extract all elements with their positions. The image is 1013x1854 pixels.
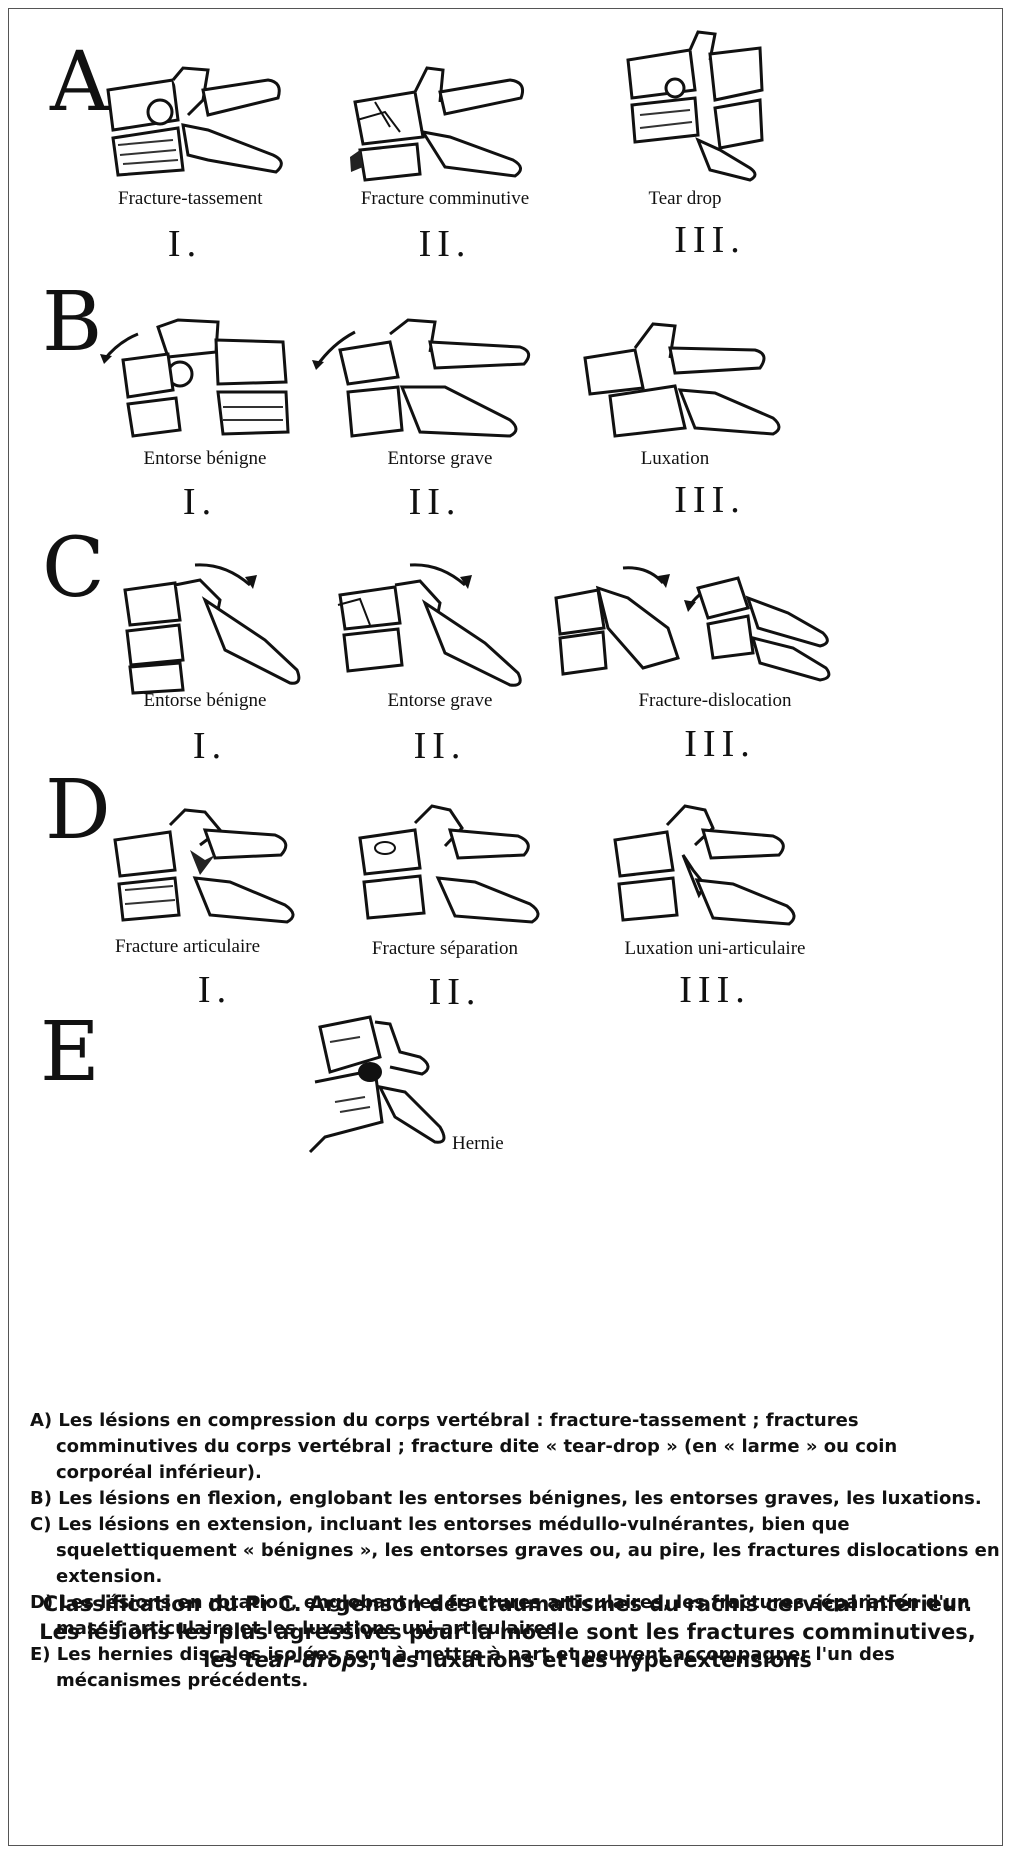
summary-line-3: les tear-drops, les luxations et les hyp… (20, 1646, 995, 1674)
numeral-a1: I. (145, 222, 225, 266)
caption-a1: Fracture-tassement (118, 188, 258, 210)
legend-item-c: C) Les lésions en extension, incluant le… (30, 1512, 1000, 1590)
row-letter-b: B (42, 282, 102, 364)
numeral-d1: I. (175, 968, 255, 1012)
summary-line-3-italic: tear-drops (244, 1648, 369, 1672)
vertebra-illustration-c1 (115, 555, 305, 695)
numeral-b2: II. (385, 480, 485, 524)
vertebra-illustration-a3 (620, 30, 770, 185)
row-letter-c: C (42, 528, 105, 610)
caption-a3: Tear drop (620, 188, 750, 210)
caption-c2: Entorse grave (370, 690, 510, 712)
caption-e: Hernie (452, 1133, 522, 1155)
legend-item-a: A) Les lésions en compression du corps v… (30, 1408, 1000, 1486)
caption-b1: Entorse bénigne (130, 448, 280, 470)
legend-item-b: B) Les lésions en flexion, englobant les… (30, 1486, 1000, 1512)
caption-a2: Fracture comminutive (340, 188, 550, 210)
vertebra-illustration-b3 (575, 318, 790, 443)
numeral-c2: II. (390, 724, 490, 768)
summary-line-3-end: , les luxations et les hyperextensions (369, 1648, 812, 1672)
summary-line-2: Les lésions les plus agressives pour la … (20, 1618, 995, 1646)
numeral-b3: III. (655, 478, 765, 522)
summary-line-1: Classification du Pr C. Argenson des tra… (20, 1590, 995, 1618)
numeral-b1: I. (160, 480, 240, 524)
vertebra-illustration-c2 (330, 555, 530, 695)
caption-d2: Fracture séparation (365, 938, 525, 960)
vertebra-illustration-d2 (350, 798, 550, 928)
caption-d1: Fracture articulaire (105, 936, 270, 958)
caption-c3: Fracture-dislocation (615, 690, 815, 712)
vertebra-illustration-c3 (548, 558, 838, 693)
numeral-c3: III. (665, 722, 775, 766)
summary-line-3-start: les (203, 1648, 244, 1672)
vertebra-illustration-a1 (98, 60, 328, 180)
numeral-d2: II. (405, 970, 505, 1014)
vertebra-illustration-a2 (345, 62, 545, 187)
figure-summary: Classification du Pr C. Argenson des tra… (20, 1590, 995, 1674)
caption-b3: Luxation (620, 448, 730, 470)
caption-d3: Luxation uni-articulaire (615, 938, 815, 960)
row-letter-e: E (40, 1012, 100, 1094)
numeral-a3: III. (655, 218, 765, 262)
numeral-c1: I. (170, 724, 250, 768)
vertebra-illustration-d3 (605, 800, 805, 930)
numeral-a2: II. (395, 222, 495, 266)
numeral-d3: III. (660, 968, 770, 1012)
row-letter-d: D (45, 770, 111, 852)
vertebra-illustration-b1 (98, 312, 298, 447)
vertebra-illustration-e (300, 1012, 460, 1162)
caption-b2: Entorse grave (370, 448, 510, 470)
vertebra-illustration-d1 (105, 800, 305, 930)
vertebra-illustration-b2 (310, 312, 540, 447)
caption-c1: Entorse bénigne (130, 690, 280, 712)
